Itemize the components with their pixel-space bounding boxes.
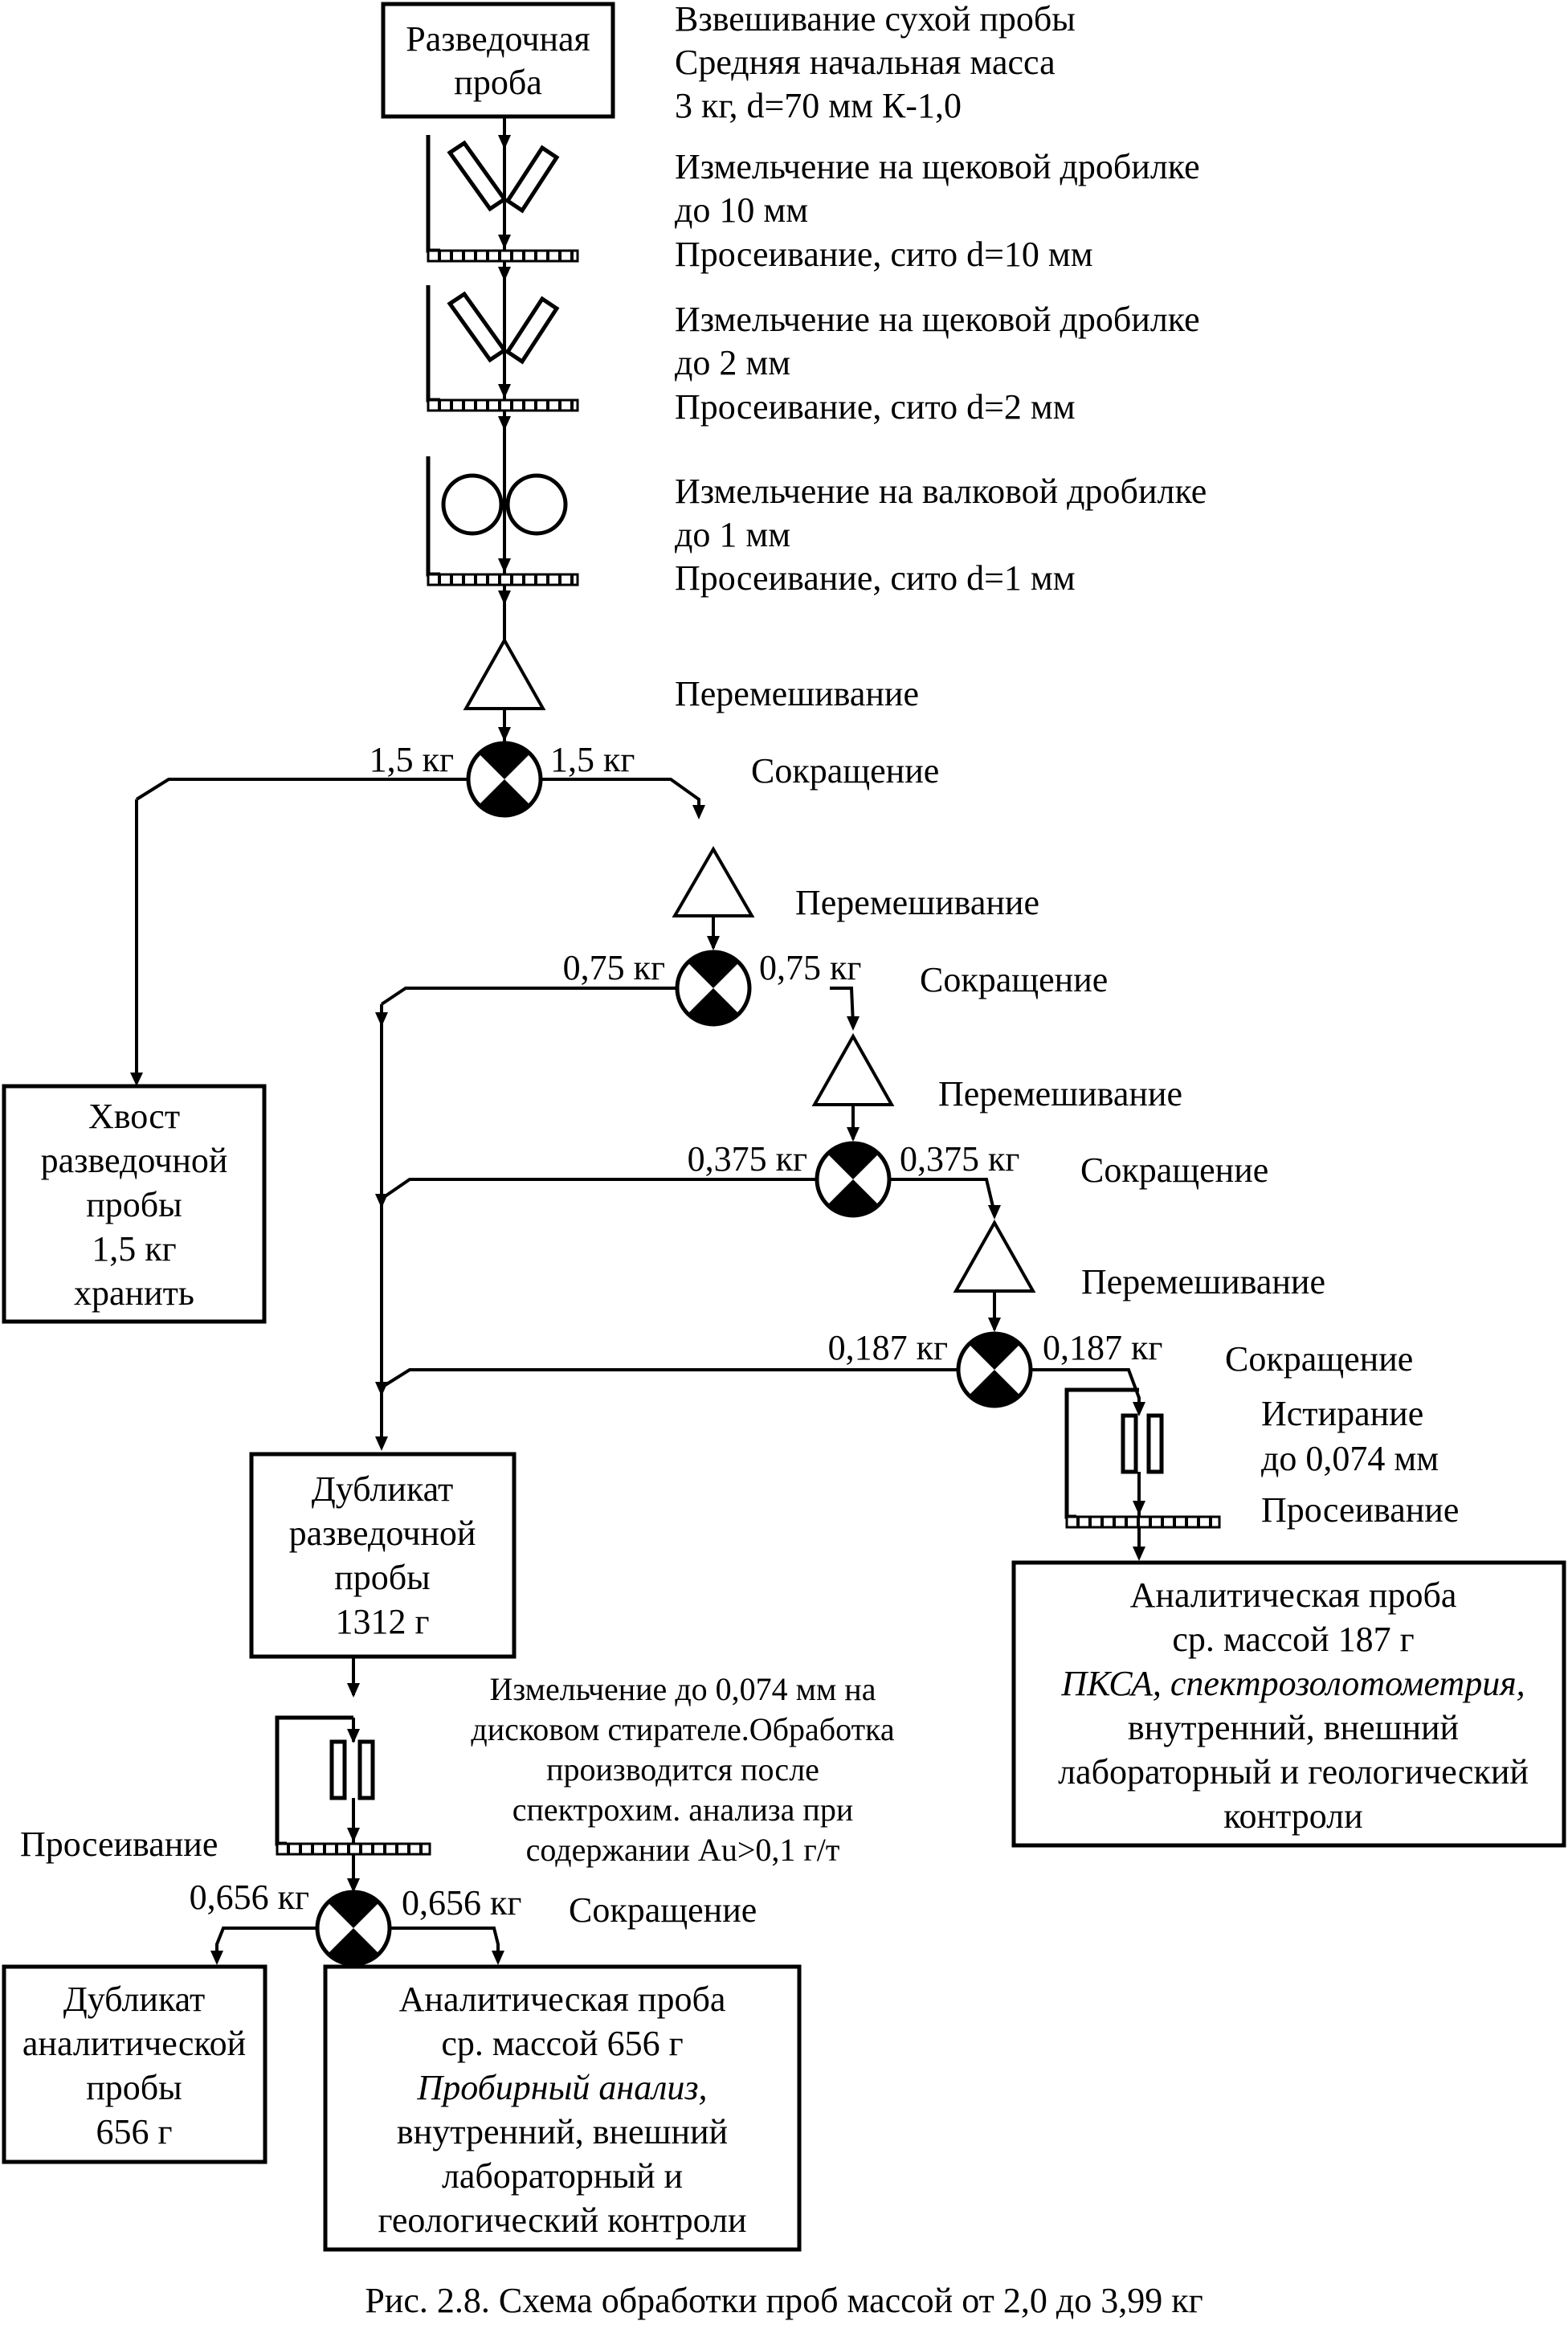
dup-analytic-line-3: пробы bbox=[86, 2068, 182, 2107]
tail-sample-box bbox=[2, 1084, 267, 1324]
analytic-656-line-1: Аналитическая проба bbox=[399, 1980, 726, 2019]
figure-caption: Рис. 2.8. Схема обработки проб массой от… bbox=[365, 2281, 1203, 2320]
dup-analytic-line-4: 656 г bbox=[96, 2112, 172, 2151]
roll-crusher-icon bbox=[426, 456, 579, 586]
divider-3-right-line bbox=[889, 1178, 996, 1214]
duplicate-sample-box bbox=[249, 1452, 517, 1659]
disk-mill-right-icon bbox=[1064, 1387, 1221, 1529]
disk-note-line-2: дисковом стирателе.Обработка bbox=[471, 1711, 895, 1747]
abrasion-line-1: Истирание bbox=[1261, 1394, 1423, 1433]
dup-analytic-line-2: аналитической bbox=[22, 2024, 246, 2063]
divider-1-left-mass: 1,5 кг bbox=[370, 740, 454, 779]
tail-branch-line bbox=[135, 778, 468, 801]
step2-line-1: Измельчение на щековой дробилке bbox=[675, 147, 1200, 186]
mixing-4-label: Перемешивание bbox=[1081, 1262, 1325, 1301]
analytic-656-box bbox=[323, 1964, 802, 2252]
divider-5-right-mass: 0,656 кг bbox=[402, 1883, 521, 1923]
step4-line-3: Просеивание, сито d=1 мм bbox=[675, 558, 1076, 598]
divider-3-left-line bbox=[382, 1178, 817, 1199]
disk-note-line-1: Измельчение до 0,074 мм на bbox=[490, 1671, 876, 1707]
analytic-187-line-6: контроли bbox=[1223, 1796, 1362, 1836]
divider-4-left-line bbox=[382, 1368, 958, 1387]
mixing-3-icon bbox=[811, 1032, 895, 1106]
divider-3-right-mass: 0,375 кг bbox=[900, 1139, 1019, 1179]
step4-line-1: Измельчение на валковой дробилке bbox=[675, 472, 1207, 511]
start-sample-box bbox=[381, 2, 615, 119]
reduction-5-label: Сокращение bbox=[569, 1890, 757, 1930]
divider-5-icon bbox=[315, 1890, 392, 1967]
sieving-left-label: Просеивание bbox=[20, 1824, 218, 1864]
divider-4-right-mass: 0,187 кг bbox=[1043, 1328, 1162, 1367]
divider-5-right-line bbox=[390, 1927, 500, 1960]
tail-line-5: хранить bbox=[74, 1273, 194, 1313]
divider-1-icon bbox=[466, 741, 543, 818]
reduction-2-label: Сокращение bbox=[920, 960, 1108, 999]
divider-2-right-mass: 0,75 кг bbox=[759, 948, 861, 987]
step2-line-3: Просеивание, сито d=10 мм bbox=[675, 235, 1093, 274]
jaw-crusher-2-icon bbox=[426, 285, 579, 412]
divider-1-right-mass: 1,5 кг bbox=[550, 740, 635, 779]
disk-note-line-4: спектрохим. анализа при bbox=[512, 1792, 854, 1828]
divider-5-left-line bbox=[215, 1927, 317, 1960]
disk-note-line-5: содержании Au>0,1 г/т bbox=[526, 1832, 840, 1868]
step2-line-2: до 10 мм bbox=[675, 190, 808, 230]
divider-3-left-mass: 0,375 кг bbox=[688, 1139, 807, 1179]
analytic-656-line-4: внутренний, внешний bbox=[397, 2112, 728, 2151]
divider-2-left-mass: 0,75 кг bbox=[563, 948, 665, 987]
analytic-656-methods: Пробирный анализ, bbox=[416, 2068, 707, 2107]
reduction-3-label: Сокращение bbox=[1080, 1150, 1268, 1190]
divider-2-left-line bbox=[380, 987, 677, 1006]
mixing-3-label: Перемешивание bbox=[938, 1074, 1182, 1113]
divider-2-right-line bbox=[830, 987, 855, 1025]
analytic-656-line-5: лабораторный и bbox=[442, 2156, 683, 2196]
abrasion-line-3: Просеивание bbox=[1261, 1490, 1459, 1530]
step3-line-2: до 2 мм bbox=[675, 343, 790, 382]
divider-3-icon bbox=[815, 1141, 892, 1218]
tail-line-1: Хвост bbox=[88, 1097, 180, 1136]
divider-5-left-mass: 0,656 кг bbox=[190, 1878, 309, 1917]
divider-4-icon bbox=[956, 1331, 1033, 1408]
analytic-656-line-2: ср. массой 656 г bbox=[441, 2024, 683, 2063]
analytic-187-line-5: лабораторный и геологический bbox=[1058, 1752, 1529, 1792]
mixing-1-icon bbox=[463, 636, 546, 710]
jaw-crusher-1-icon bbox=[426, 135, 579, 263]
duplicate-line-2: разведочной bbox=[289, 1514, 476, 1553]
analytic-187-line-4: внутренний, внешний bbox=[1128, 1708, 1459, 1747]
tail-line-3: пробы bbox=[86, 1185, 182, 1224]
reduction-4-label: Сокращение bbox=[1225, 1339, 1413, 1379]
disk-mill-left-icon bbox=[275, 1715, 431, 1856]
mixing-2-label: Перемешивание bbox=[795, 883, 1039, 922]
tail-line-2: разведочной bbox=[41, 1141, 228, 1180]
duplicate-analytic-box bbox=[2, 1964, 267, 2164]
duplicate-line-1: Дубликат bbox=[312, 1469, 454, 1509]
analytic-187-box bbox=[1011, 1560, 1566, 1848]
disk-note-line-3: производится после bbox=[546, 1751, 819, 1788]
step1-line-3: 3 кг, d=70 мм К-1,0 bbox=[675, 86, 962, 125]
mixing-4-icon bbox=[953, 1219, 1036, 1293]
duplicate-line-4: 1312 г bbox=[335, 1602, 429, 1641]
step4-line-2: до 1 мм bbox=[675, 515, 790, 554]
analytic-187-methods: ПКСА, спектрозолотометрия, bbox=[1060, 1664, 1525, 1703]
step1-line-1: Взвешивание сухой пробы bbox=[675, 0, 1076, 39]
divider-2-icon bbox=[675, 950, 752, 1027]
divider-1-right-line bbox=[541, 778, 700, 815]
step1-line-2: Средняя начальная масса bbox=[675, 43, 1056, 82]
tail-line-4: 1,5 кг bbox=[92, 1229, 176, 1269]
analytic-187-line-1: Аналитическая проба bbox=[1130, 1575, 1457, 1615]
step3-line-3: Просеивание, сито d=2 мм bbox=[675, 387, 1076, 427]
start-box-line-2: проба bbox=[454, 63, 541, 102]
step3-line-1: Измельчение на щековой дробилке bbox=[675, 300, 1200, 339]
dup-analytic-line-1: Дубликат bbox=[63, 1980, 206, 2019]
start-box-line-1: Разведочная bbox=[406, 19, 590, 59]
abrasion-line-2: до 0,074 мм bbox=[1261, 1439, 1439, 1478]
duplicate-line-3: пробы bbox=[334, 1558, 431, 1597]
mixing-2-icon bbox=[672, 846, 755, 917]
reduction-1-label: Сокращение bbox=[751, 751, 939, 791]
mixing-1-label: Перемешивание bbox=[675, 674, 919, 713]
analytic-187-line-2: ср. массой 187 г bbox=[1172, 1620, 1414, 1659]
analytic-656-line-6: геологический контроли bbox=[378, 2200, 746, 2240]
divider-4-left-mass: 0,187 кг bbox=[828, 1328, 948, 1367]
